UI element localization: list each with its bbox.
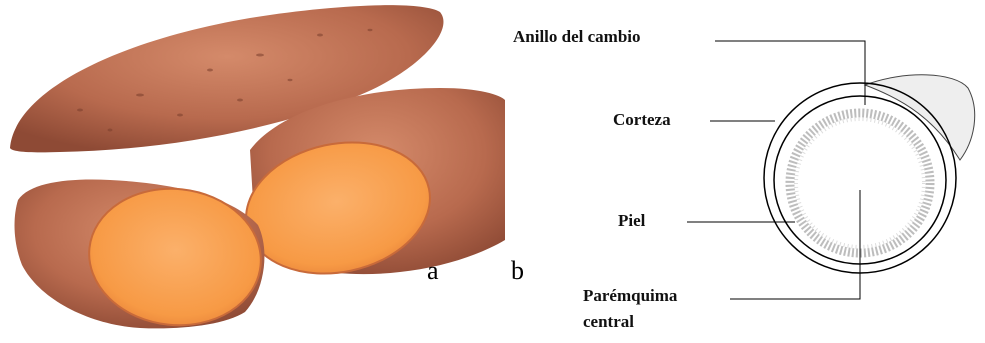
sweet-potato-photo: a — [10, 5, 505, 329]
label-skin: Piel — [618, 211, 646, 230]
skin-spots — [77, 28, 373, 132]
cross-section-diagram: b Anillo del cambio Cor — [505, 0, 985, 343]
cross-section-drawing — [687, 40, 976, 300]
label-cambium-ring: Anillo del cambio — [513, 27, 641, 46]
label-cortex: Corteza — [613, 110, 671, 129]
sweet-potato-illustration — [10, 5, 505, 329]
panel-label-a: a — [427, 256, 439, 285]
whole-sweet-potato — [10, 5, 444, 153]
leader-ring — [715, 40, 866, 105]
panel-label-b: b — [511, 256, 524, 285]
left-cut-flesh — [88, 187, 262, 327]
leader-parenchyma — [730, 190, 861, 300]
leader-lines — [687, 40, 866, 300]
label-parenchyma: Parémquima central — [583, 286, 678, 332]
